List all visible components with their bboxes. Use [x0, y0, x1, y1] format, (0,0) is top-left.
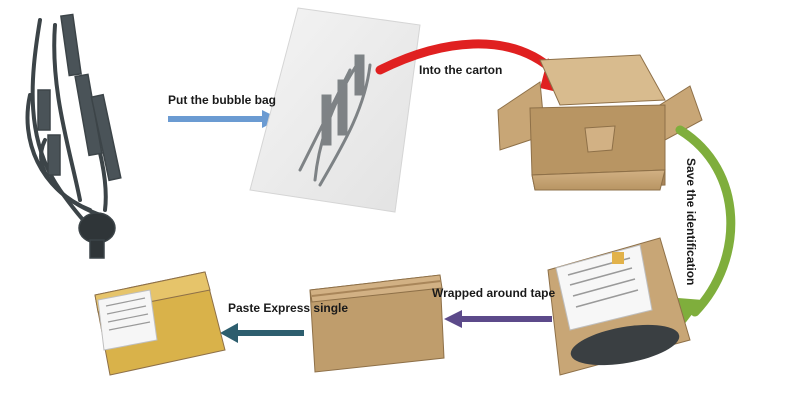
step-label-paste-express: Paste Express single: [228, 301, 349, 315]
express-parcel-image: [94, 271, 226, 376]
arrow-paste-express: [220, 323, 304, 343]
step-label-save-identification: Save the identification: [684, 158, 698, 286]
ignition-cable-set-image: [25, 13, 122, 259]
step-label-bubble-bag: Put the bubble bag: [168, 93, 276, 107]
open-carton-image: [497, 54, 703, 191]
arrow-to-bubble-bag: [168, 110, 280, 128]
step-label-into-carton: Into the carton: [419, 63, 503, 77]
bubble-bag-image: [249, 7, 421, 213]
labeled-box-image: [547, 237, 691, 376]
arrow-wrapped-tape: [444, 310, 552, 328]
taped-box-image: [309, 274, 445, 373]
step-label-wrapped-tape: Wrapped around tape: [432, 286, 556, 300]
